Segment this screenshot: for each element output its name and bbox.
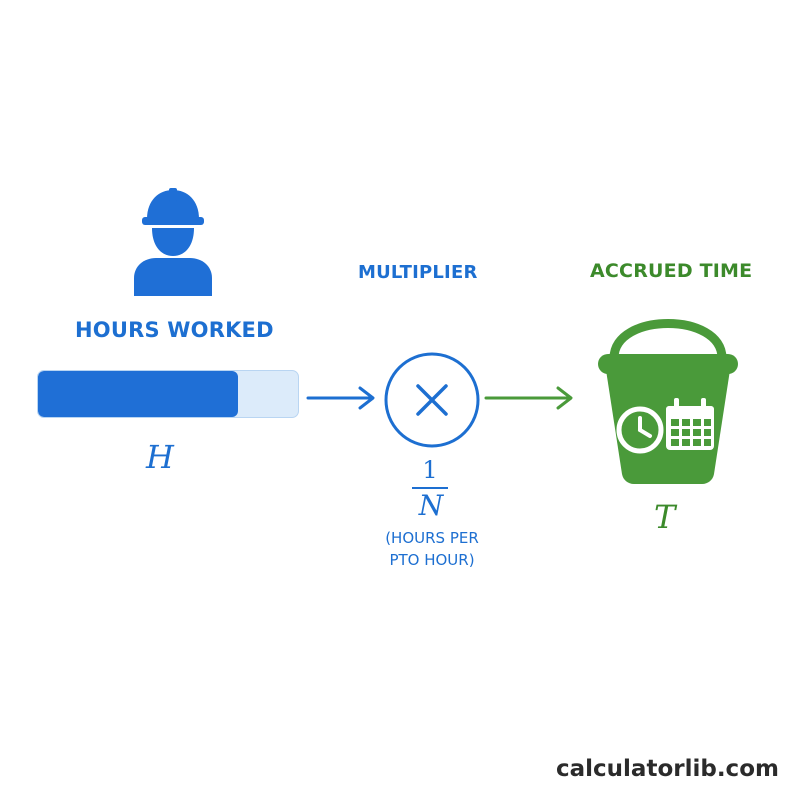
hours-progress-bar: [37, 370, 299, 418]
fraction-denominator: N: [418, 489, 444, 522]
hours-worked-label: HOURS WORKED: [75, 318, 274, 342]
arrow-right-icon: [484, 386, 573, 410]
hours-progress-fill: [38, 371, 239, 417]
accrued-time-variable: T: [654, 498, 676, 536]
hours-variable: H: [146, 438, 174, 476]
rate-note-line-1: (HOURS PER: [385, 529, 479, 547]
accrued-time-label: ACCRUED TIME: [590, 260, 753, 282]
multiply-icon: [384, 352, 480, 448]
bucket-icon: [598, 319, 738, 484]
construction-worker-icon: [134, 188, 212, 296]
multiplier-label: MULTIPLIER: [358, 262, 478, 283]
rate-note-line-2: PTO HOUR): [389, 551, 475, 569]
fraction-bar: [412, 487, 448, 489]
brand-watermark[interactable]: calculatorlib.com: [556, 756, 779, 782]
fraction-numerator: 1: [422, 456, 438, 484]
clock-icon: [616, 406, 664, 454]
arrow-right-icon: [306, 386, 375, 410]
calendar-icon: [666, 398, 714, 450]
rate-note: (HOURS PER PTO HOUR): [352, 527, 512, 571]
